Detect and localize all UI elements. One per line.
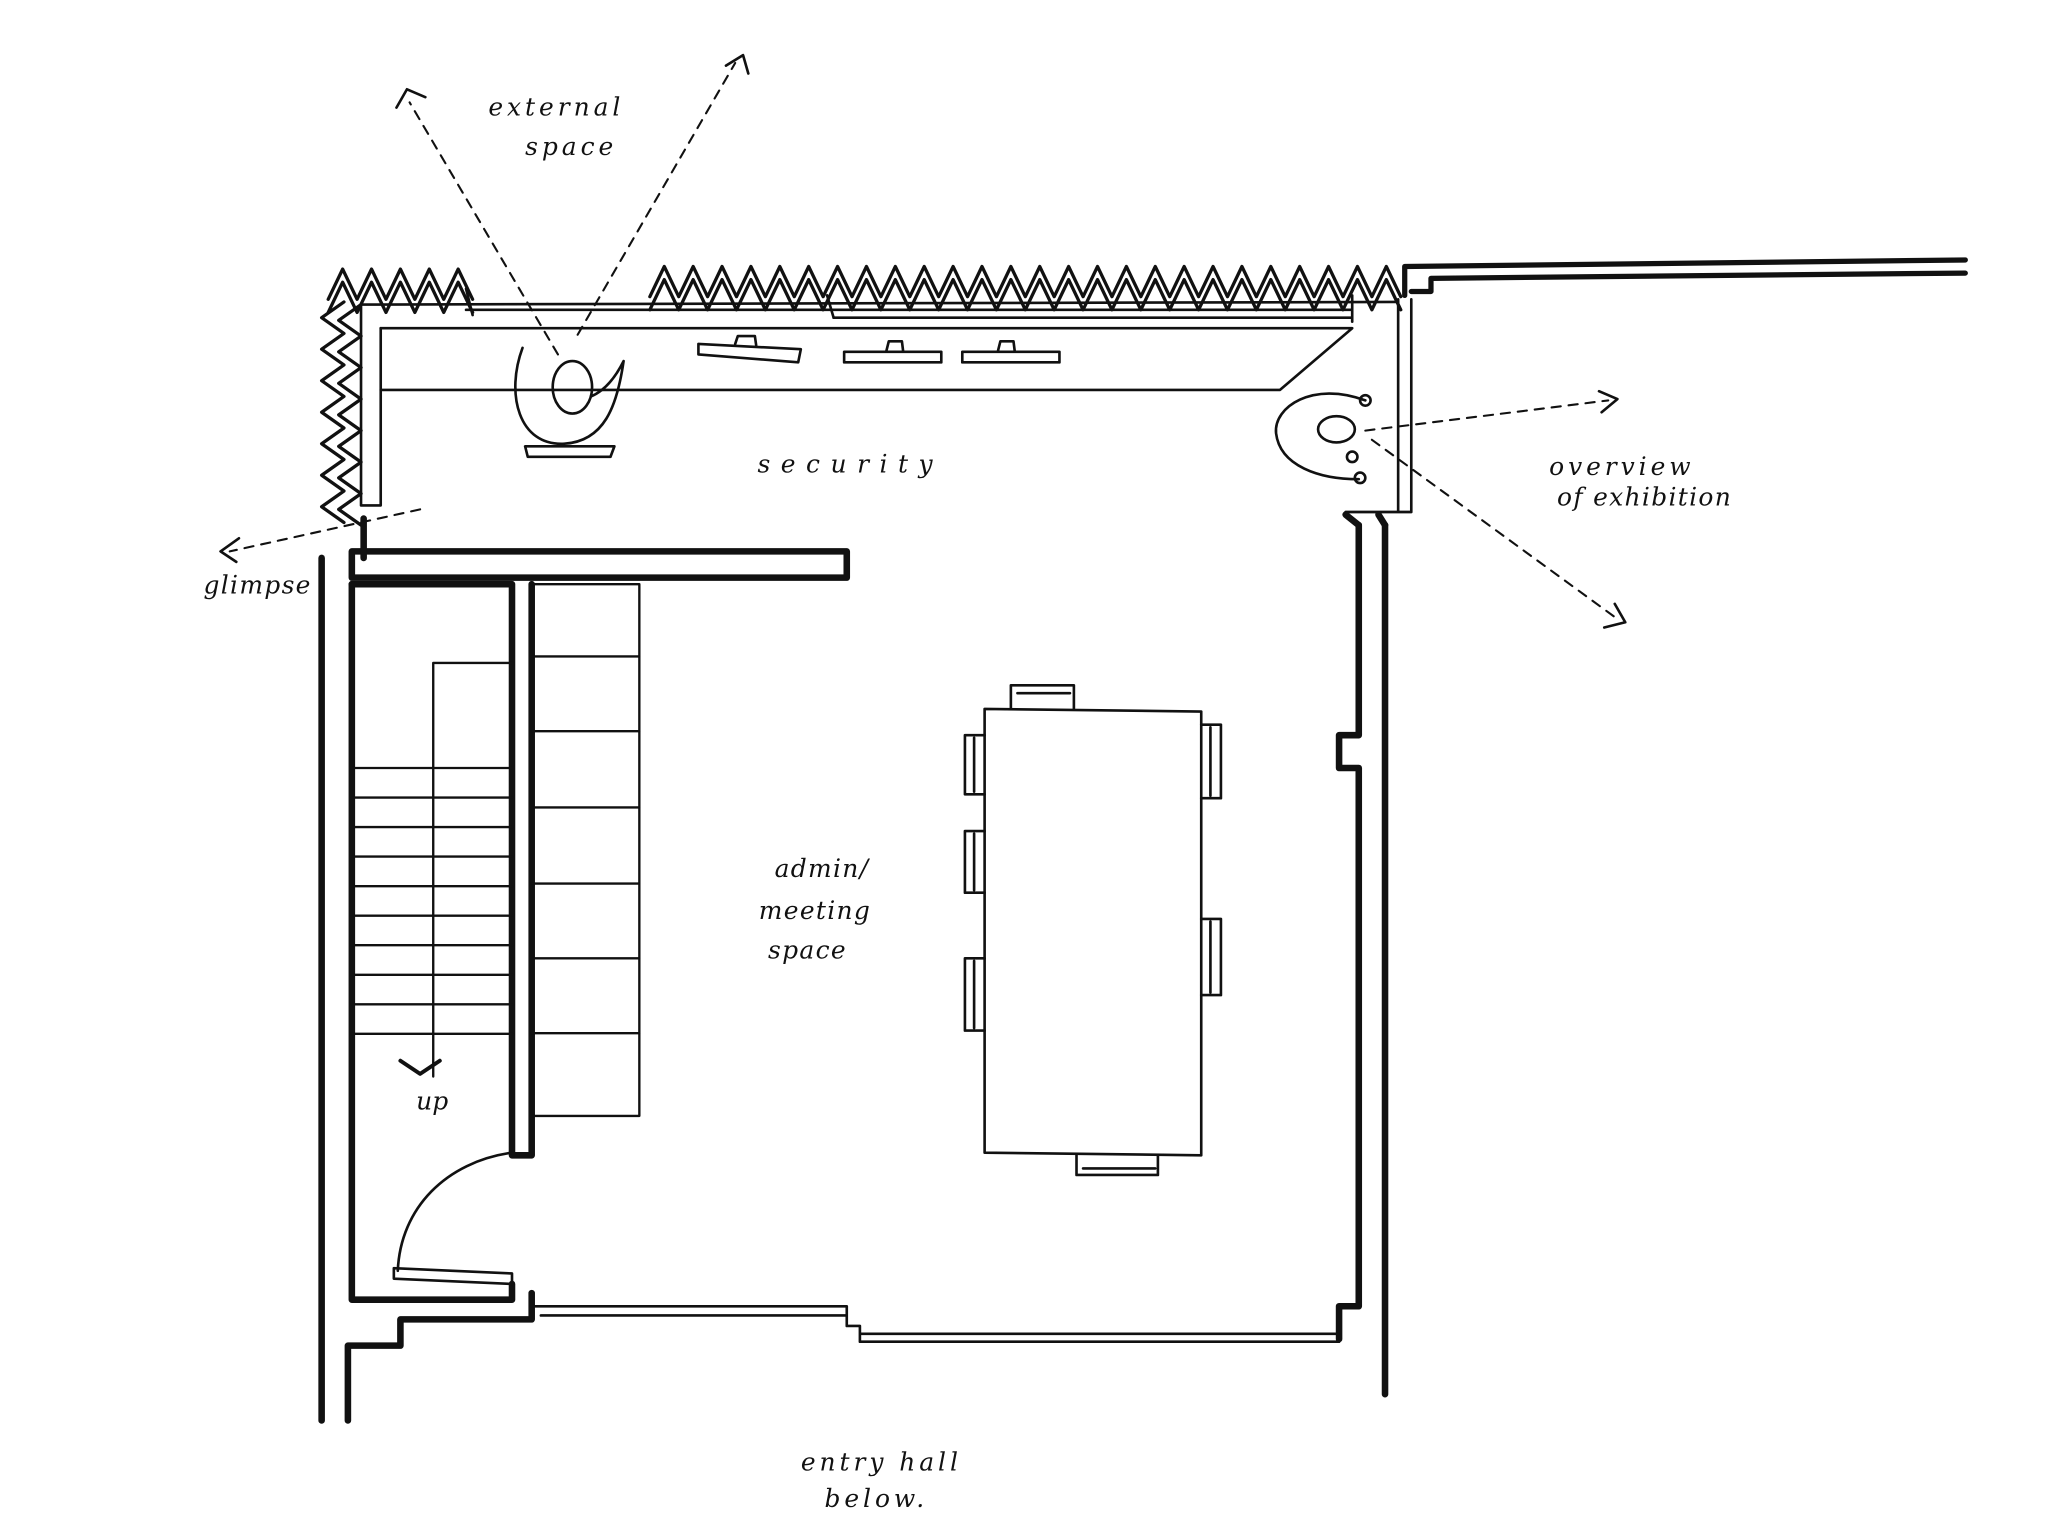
staircase: [350, 583, 641, 1118]
label-overview: overview: [1549, 452, 1694, 481]
main-walls: [318, 511, 1389, 1424]
zigzag-column: [337, 302, 363, 527]
label-up: up: [416, 1086, 448, 1115]
label-overview-2: of exhibition: [1557, 482, 1732, 511]
label-glimpse: glimpse: [203, 570, 311, 599]
sculpture-figure: [514, 346, 625, 459]
label-external-space: external: [488, 93, 624, 122]
label-entry-hall: entry hall: [801, 1447, 962, 1476]
exterior-wall: [1402, 257, 1968, 299]
label-space: space: [768, 935, 847, 964]
meeting-table: [963, 683, 1223, 1177]
label-meeting: meeting: [759, 896, 871, 925]
label-below: below.: [824, 1484, 928, 1513]
display-wall: [359, 287, 1400, 507]
label-admin: admin/: [775, 854, 871, 883]
bottom-glazing: [530, 1304, 1341, 1344]
label-external-space-2: space: [525, 132, 617, 161]
zigzag-row: [326, 280, 475, 315]
label-security: security: [757, 450, 943, 479]
zigzag-row: [326, 267, 475, 301]
zigzag-column: [320, 300, 346, 525]
security-desk: [1274, 298, 1413, 514]
arrowheads: [219, 53, 1627, 629]
sightline-arrows: [228, 61, 1616, 619]
zigzag-row: [648, 264, 1403, 299]
door: [392, 1151, 514, 1286]
